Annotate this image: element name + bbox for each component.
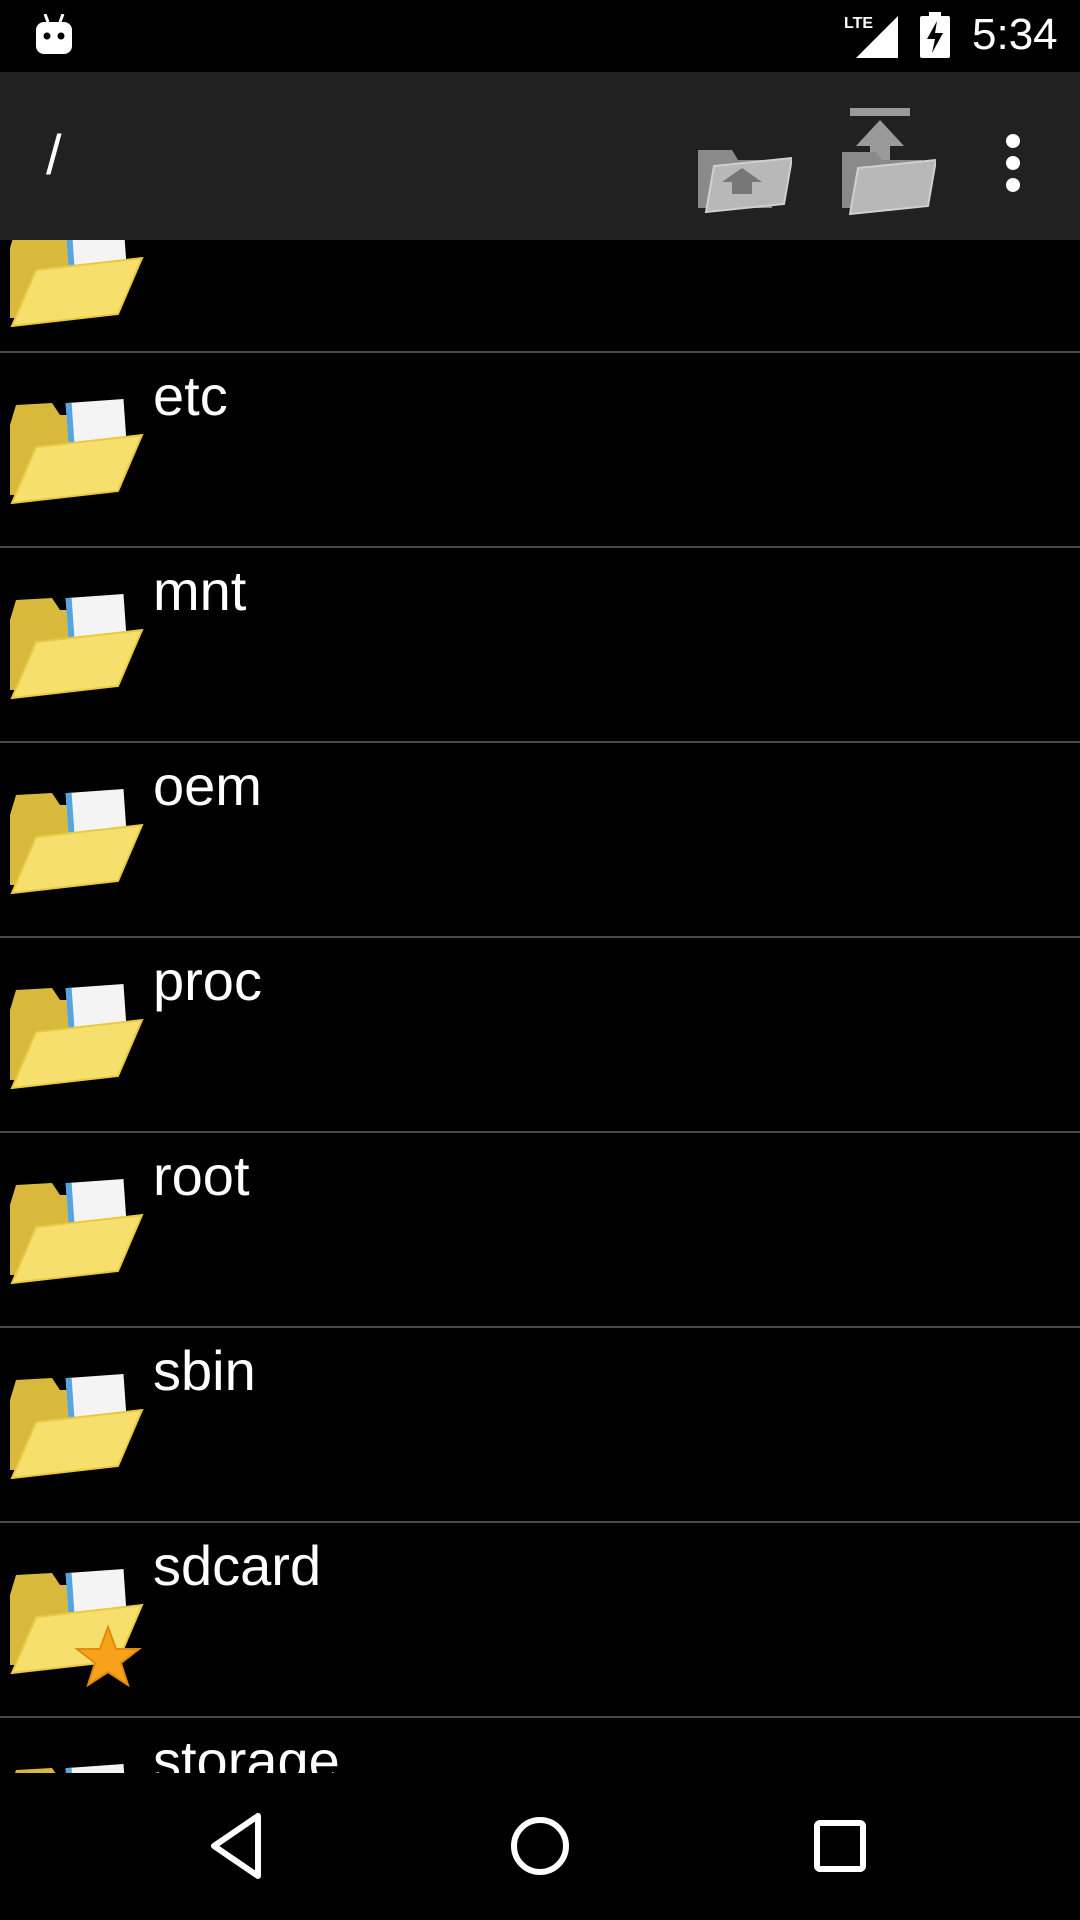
action-bar: / [0, 72, 1080, 240]
list-item[interactable]: sbin [0, 1328, 1080, 1523]
list-item[interactable]: proc [0, 938, 1080, 1133]
folder-star-icon [10, 1569, 144, 1688]
battery-charging-icon [920, 12, 950, 58]
list-item[interactable]: sdcard [0, 1523, 1080, 1718]
folder-icon [10, 594, 144, 700]
folder-icon [10, 1374, 144, 1480]
home-folder-icon[interactable] [692, 120, 792, 220]
navigation-bar [0, 1773, 1080, 1920]
recents-icon[interactable] [800, 1806, 880, 1886]
folder-icon [15, 1764, 129, 1773]
lte-signal-icon: LTE [844, 15, 898, 58]
file-name: storage [153, 1729, 340, 1773]
home-icon[interactable] [500, 1806, 580, 1886]
file-name: oem [153, 754, 262, 817]
folder-icon [10, 1179, 144, 1285]
svg-text:LTE: LTE [844, 15, 873, 32]
file-name: etc [153, 364, 228, 427]
list-item[interactable]: etc [0, 353, 1080, 548]
list-item[interactable]: root [0, 1133, 1080, 1328]
file-name: sdcard [153, 1534, 322, 1597]
file-name: root [153, 1144, 250, 1207]
list-item[interactable]: dev [0, 240, 1080, 353]
file-name: mnt [153, 559, 247, 622]
android-icon [36, 14, 72, 54]
back-icon[interactable] [200, 1806, 280, 1886]
clock: 5:34 [972, 10, 1058, 59]
overflow-menu-icon[interactable] [990, 128, 1040, 228]
up-folder-icon[interactable] [836, 108, 936, 220]
current-path-title: / [46, 123, 62, 186]
status-bar: LTE 5:34 [0, 0, 1080, 72]
folder-icon [10, 399, 144, 505]
folder-icon [10, 240, 144, 328]
file-name: proc [153, 949, 262, 1012]
file-name: sbin [153, 1339, 256, 1402]
folder-icon [10, 789, 144, 895]
folder-icon [10, 984, 144, 1090]
list-item[interactable]: mnt [0, 548, 1080, 743]
file-list: dev etc mnt oem [0, 240, 1080, 1773]
list-item[interactable]: storage [0, 1718, 1080, 1773]
list-item[interactable]: oem [0, 743, 1080, 938]
